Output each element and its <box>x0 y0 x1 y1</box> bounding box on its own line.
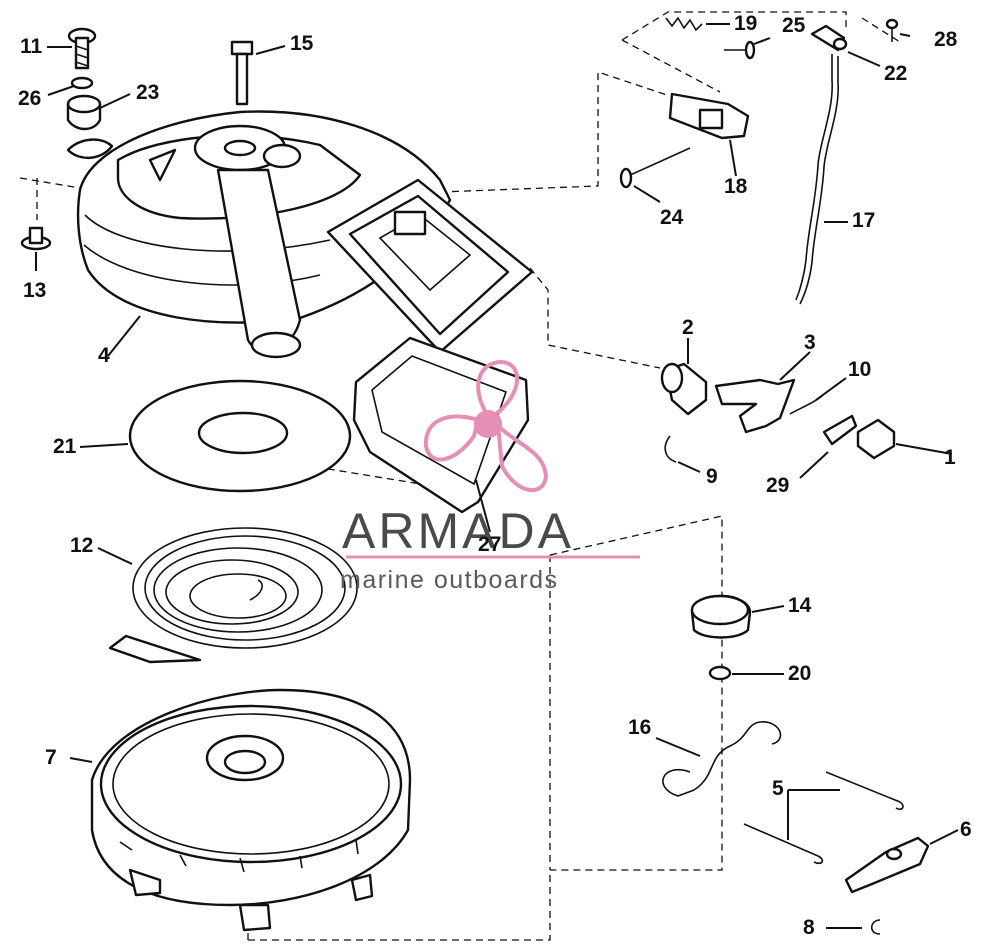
screw-11 <box>67 27 97 70</box>
clip-29 <box>822 414 858 446</box>
callout-14: 14 <box>788 594 812 617</box>
callout-25: 25 <box>782 14 806 37</box>
callout-12: 12 <box>70 534 93 557</box>
pawl-spring-16 <box>662 721 782 797</box>
armada-watermark: ARMADA marine outboards <box>340 359 640 594</box>
pawl-6 <box>844 836 930 894</box>
callout-23: 23 <box>136 81 159 104</box>
watermark-tagline: marine outboards <box>340 566 559 594</box>
callout-28: 28 <box>934 28 958 51</box>
washer-26 <box>70 76 94 90</box>
callout-29: 29 <box>766 474 789 497</box>
pin-9 <box>664 435 677 463</box>
callout-8: 8 <box>803 916 815 939</box>
callout-6: 6 <box>960 818 972 841</box>
spring-19 <box>665 16 703 32</box>
lock-lever-18 <box>668 92 750 140</box>
rope-handle-frame <box>352 336 530 514</box>
callout-11: 11 <box>20 35 43 58</box>
springs-5 <box>743 771 904 865</box>
pin-24 <box>619 147 691 189</box>
lever-3 <box>714 378 796 434</box>
link-22 <box>810 24 848 52</box>
callout-2: 2 <box>682 316 694 339</box>
callout-7: 7 <box>45 746 57 769</box>
callout-16: 16 <box>628 716 651 739</box>
bushing-2 <box>660 362 708 416</box>
pin-25 <box>724 40 756 60</box>
retainer-8 <box>870 919 881 935</box>
callout-4: 4 <box>98 344 110 367</box>
propeller-logo-icon <box>423 359 549 493</box>
nut-14 <box>690 594 752 639</box>
screw-28 <box>885 18 899 42</box>
callout-20: 20 <box>788 662 811 685</box>
screw-15 <box>230 40 254 106</box>
handle-mount-bracket <box>326 178 534 354</box>
leader-lines <box>35 23 959 929</box>
callout-5: 5 <box>772 777 784 800</box>
rewind-spring <box>108 527 358 664</box>
callout-24: 24 <box>660 206 684 229</box>
callout-22: 22 <box>884 62 907 85</box>
callout-10: 10 <box>848 358 871 381</box>
starter-housing <box>66 110 452 359</box>
callout-3: 3 <box>804 331 816 354</box>
friction-washer <box>128 379 352 493</box>
link-rod-17 <box>795 54 839 305</box>
callout-18: 18 <box>724 175 748 198</box>
callout-labels: 1 2 3 4 5 6 7 8 9 10 11 12 13 14 15 16 1… <box>18 12 972 939</box>
callout-9: 9 <box>706 465 718 488</box>
callout-1: 1 <box>944 446 956 469</box>
grommet-23 <box>66 94 102 131</box>
callout-27: 27 <box>478 533 501 556</box>
watermark-brand: ARMADA <box>342 503 574 559</box>
callout-19: 19 <box>734 12 757 35</box>
bracket-1 <box>856 418 896 460</box>
callout-26: 26 <box>18 87 41 110</box>
callout-17: 17 <box>852 209 875 232</box>
rope-sheave-pulley <box>90 688 412 932</box>
washer-20 <box>708 665 732 681</box>
callout-13: 13 <box>23 279 46 302</box>
callout-15: 15 <box>290 32 314 55</box>
callout-21: 21 <box>53 435 77 458</box>
bushing-13 <box>20 226 52 251</box>
